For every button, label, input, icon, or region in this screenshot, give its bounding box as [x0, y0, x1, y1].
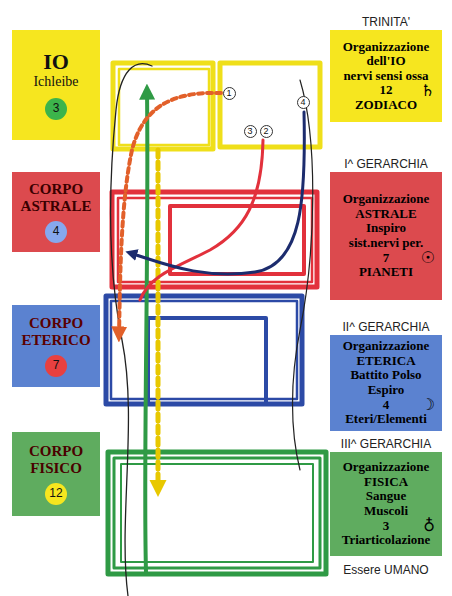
- body-box: CORPO FISICO 12: [12, 432, 100, 516]
- callout-number: 4: [297, 96, 310, 109]
- organization-text: Organizzazione dell'IO: [334, 40, 438, 69]
- physical-outline: [121, 464, 313, 562]
- organization-text: Muscoli: [334, 504, 438, 519]
- organization-text: Sangue: [334, 489, 438, 504]
- red-dotted-arrow: [119, 93, 221, 336]
- number: 3: [53, 102, 60, 115]
- body-subtitle: Ichleibe: [33, 74, 78, 90]
- trinity-label: TRINITA': [361, 15, 411, 29]
- callout-number: 1: [223, 87, 236, 100]
- body-box: CORPO ETERICO 7: [12, 305, 100, 387]
- number: 4: [53, 225, 60, 238]
- physical-outline: [108, 452, 326, 574]
- yellow-dotted-arrow: [156, 150, 161, 490]
- footer-label: Essere UMANO: [342, 563, 429, 577]
- number-circle: 4: [45, 221, 67, 243]
- body-title: CORPO ASTRALE: [16, 181, 96, 215]
- organization-box: Organizzazione ASTRALEInspirosist.nervi …: [330, 172, 442, 300]
- hierarchy-label: III^ GERARCHIA: [340, 437, 432, 451]
- body-box: IOIchleibe 3: [12, 30, 100, 140]
- organization-box: Organizzazione ETERICABattito PolsoEspir…: [330, 335, 442, 431]
- flow-line: [293, 80, 313, 470]
- green-arrow: [145, 90, 147, 572]
- organization-text: 3: [334, 519, 438, 534]
- organization-text: Organizzazione FISICA: [334, 460, 438, 489]
- red-line: [140, 140, 263, 300]
- etheric-outline: [111, 301, 297, 399]
- astral-outline: [170, 206, 304, 274]
- etheric-outline: [106, 296, 302, 404]
- hierarchy-label: II^ GERARCHIA: [342, 320, 431, 334]
- body-title: CORPO ETERICO: [16, 315, 96, 349]
- body-title: CORPO FISICO: [16, 443, 96, 477]
- planet-symbol: ☉: [421, 249, 435, 267]
- etheric-outline: [148, 318, 266, 404]
- organization-text: ZODIACO: [334, 98, 438, 113]
- organization-text: Eteri/Elementi: [334, 412, 438, 427]
- number-circle: 7: [45, 355, 67, 377]
- organization-box: Organizzazione FISICASangueMuscoli3♁Tria…: [330, 452, 442, 556]
- callout-number: 3: [244, 125, 257, 138]
- ego-outline: [119, 69, 209, 145]
- hierarchy-label: I^ GERARCHIA: [343, 157, 429, 171]
- number: 12: [49, 487, 62, 500]
- organization-text: Organizzazione ASTRALE: [334, 192, 438, 221]
- organization-box: Organizzazione dell'IOnervi sensi ossa12…: [330, 30, 442, 122]
- organization-text: PIANETI: [334, 265, 438, 280]
- number-circle: 12: [45, 483, 67, 505]
- organization-text: Organizzazione ETERICA: [334, 339, 438, 368]
- ego-outline: [113, 63, 213, 149]
- planet-symbol: ♄: [421, 82, 435, 100]
- navy-arrow: [130, 112, 304, 274]
- callout-number: 2: [260, 125, 273, 138]
- flow-line: [111, 64, 152, 596]
- organization-text: Inspiro: [334, 221, 438, 236]
- planet-symbol: ☽: [421, 396, 435, 414]
- body-title: IO: [43, 50, 69, 75]
- organization-text: Battito Polso: [334, 368, 438, 383]
- number-circle: 3: [45, 98, 67, 120]
- body-box: CORPO ASTRALE 4: [12, 172, 100, 252]
- planet-symbol: ♁: [423, 517, 435, 535]
- organization-text: Triarticolazione: [334, 533, 438, 548]
- number: 7: [53, 359, 60, 372]
